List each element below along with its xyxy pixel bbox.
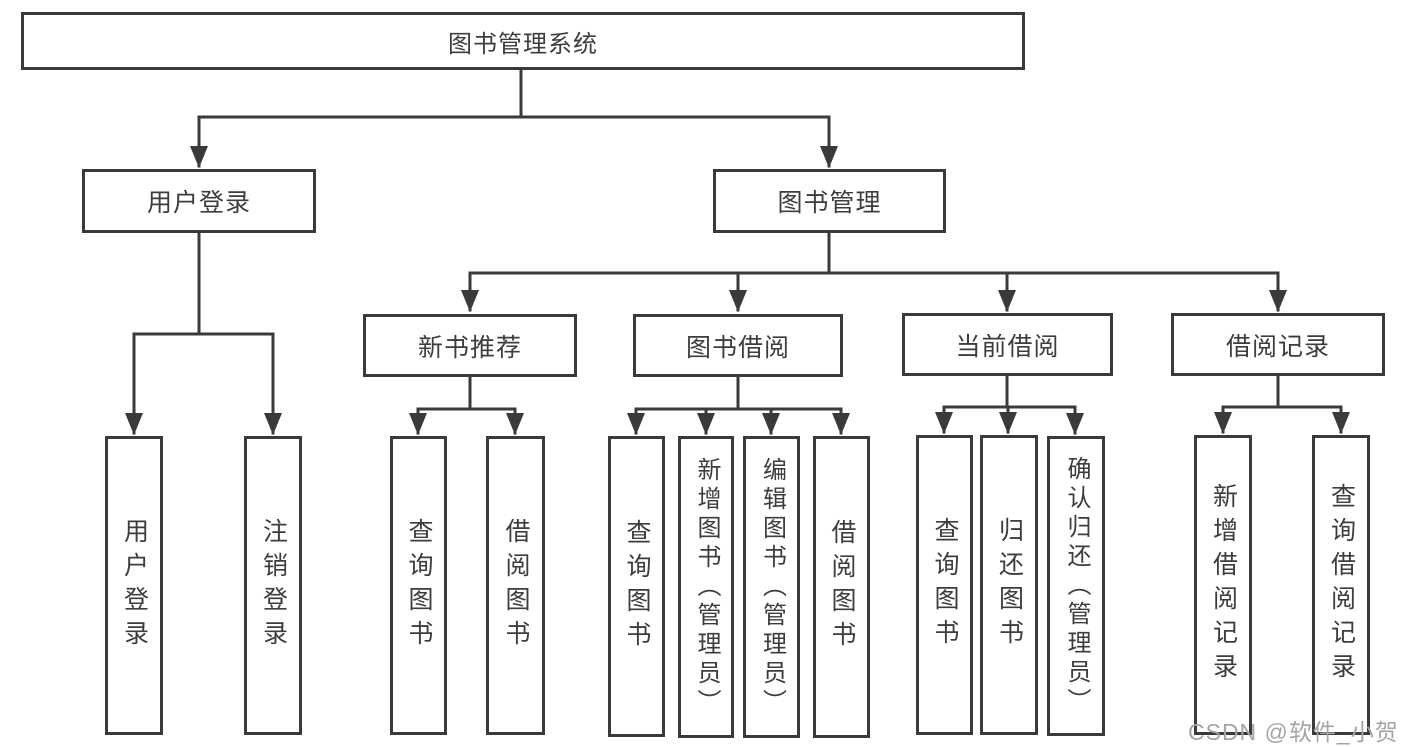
node-leaf-query-books-current: 查询图书	[916, 435, 973, 735]
node-leaf-borrow-books-recommend: 借阅图书	[486, 436, 545, 735]
node-user-login: 用户登录	[82, 169, 316, 233]
node-library-system: 图书管理系统	[21, 12, 1025, 70]
node-current-borrowing: 当前借阅	[902, 313, 1113, 376]
node-leaf-confirm-return-admin: 确认归还（管理员）	[1047, 436, 1105, 736]
node-new-book-recommend: 新书推荐	[363, 314, 577, 377]
node-book-borrowing: 图书借阅	[633, 314, 843, 377]
node-leaf-query-books-borrowing: 查询图书	[608, 436, 665, 737]
node-leaf-user-login: 用户登录	[105, 436, 163, 735]
node-book-management: 图书管理	[713, 169, 946, 233]
node-borrowing-records: 借阅记录	[1171, 313, 1385, 376]
node-leaf-query-borrow-record: 查询借阅记录	[1312, 435, 1370, 735]
csdn-watermark: CSDN @软件_小贺同学	[1188, 719, 1399, 745]
node-leaf-return-books: 归还图书	[980, 435, 1038, 735]
node-leaf-edit-books-admin: 编辑图书（管理员）	[743, 436, 800, 738]
node-leaf-borrow-books-borrowing: 借阅图书	[813, 436, 870, 738]
node-leaf-add-books-admin: 新增图书（管理员）	[678, 436, 734, 738]
node-leaf-query-books-recommend: 查询图书	[390, 436, 447, 735]
node-leaf-add-borrow-record: 新增借阅记录	[1194, 435, 1252, 735]
node-leaf-logout: 注销登录	[244, 436, 302, 735]
